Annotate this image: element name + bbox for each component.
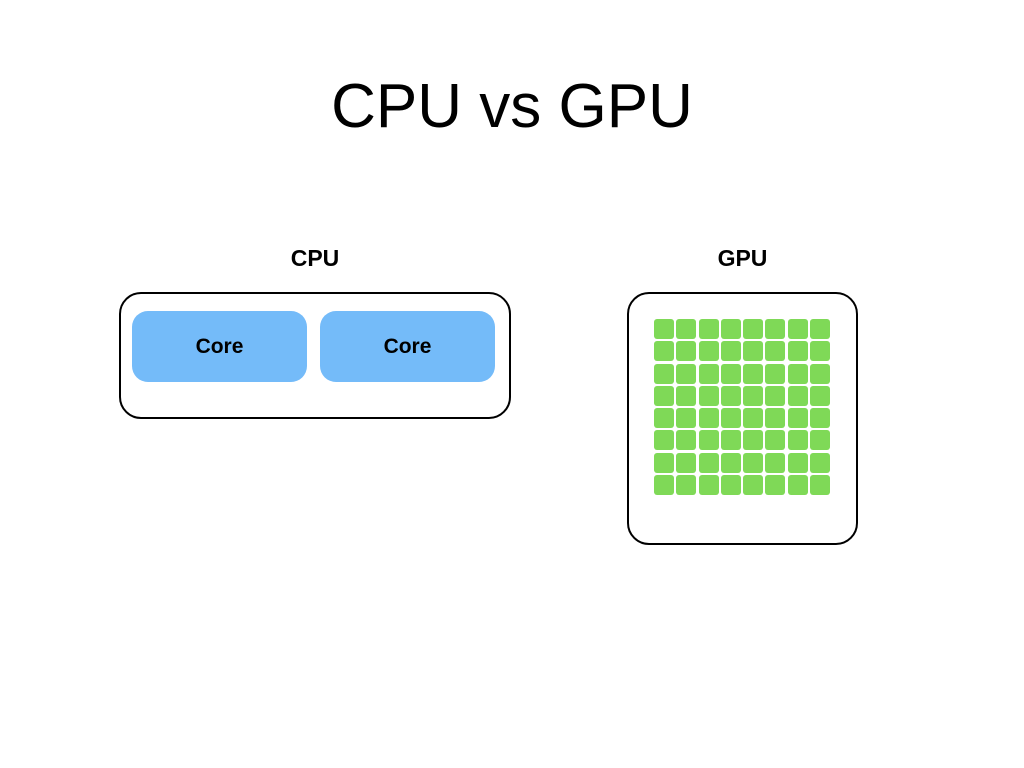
gpu-core: [654, 341, 674, 362]
cpu-core-label: Core: [195, 334, 244, 358]
gpu-core: [698, 341, 719, 362]
gpu-core: [720, 475, 741, 496]
gpu-core: [765, 430, 786, 451]
gpu-core: [765, 363, 786, 384]
cpu-chip: Core Core: [119, 292, 511, 419]
gpu-core: [720, 430, 741, 451]
gpu-core: [654, 452, 674, 473]
gpu-core: [743, 452, 764, 473]
gpu-core: [654, 475, 674, 496]
gpu-core: [720, 385, 741, 406]
gpu-core: [743, 385, 764, 406]
cpu-label: CPU: [290, 245, 340, 271]
cpu-core: Core: [132, 311, 307, 382]
gpu-core: [810, 385, 831, 406]
gpu-core: [787, 475, 808, 496]
gpu-core: [810, 363, 831, 384]
gpu-core: [698, 452, 719, 473]
gpu-core: [676, 363, 697, 384]
gpu-core: [654, 430, 674, 451]
gpu-core: [720, 363, 741, 384]
gpu-core: [654, 363, 674, 384]
gpu-core: [787, 363, 808, 384]
gpu-core: [765, 319, 786, 339]
slide-title: CPU vs GPU: [331, 72, 693, 141]
gpu-core: [676, 408, 697, 429]
gpu-core: [743, 363, 764, 384]
cpu-core: Core: [320, 311, 495, 382]
gpu-core: [654, 319, 674, 339]
gpu-label: GPU: [717, 245, 768, 271]
gpu-core: [676, 385, 697, 406]
gpu-core: [765, 452, 786, 473]
gpu-core: [765, 408, 786, 429]
gpu-core: [743, 408, 764, 429]
gpu-core: [765, 385, 786, 406]
gpu-core: [787, 385, 808, 406]
gpu-core: [698, 408, 719, 429]
gpu-core: [676, 452, 697, 473]
gpu-core: [676, 430, 697, 451]
gpu-core: [698, 475, 719, 496]
gpu-core: [743, 475, 764, 496]
gpu-core: [654, 385, 674, 406]
gpu-core: [720, 408, 741, 429]
gpu-core: [810, 475, 831, 496]
gpu-core-grid: [654, 319, 831, 496]
gpu-core: [765, 475, 786, 496]
gpu-core: [787, 408, 808, 429]
gpu-core: [810, 408, 831, 429]
gpu-core: [810, 452, 831, 473]
gpu-core: [676, 319, 697, 339]
gpu-core: [743, 430, 764, 451]
gpu-core: [676, 341, 697, 362]
gpu-core: [654, 408, 674, 429]
gpu-core: [810, 319, 831, 339]
gpu-core: [810, 430, 831, 451]
gpu-core: [810, 341, 831, 362]
gpu-chip: [627, 292, 858, 545]
gpu-core: [787, 452, 808, 473]
gpu-core: [698, 385, 719, 406]
gpu-core: [787, 430, 808, 451]
gpu-core: [698, 430, 719, 451]
gpu-core: [720, 319, 741, 339]
gpu-core: [698, 319, 719, 339]
cpu-core-label: Core: [383, 334, 432, 358]
gpu-core: [765, 341, 786, 362]
gpu-core: [743, 341, 764, 362]
gpu-core: [676, 475, 697, 496]
gpu-core: [743, 319, 764, 339]
gpu-core: [787, 341, 808, 362]
gpu-core: [698, 363, 719, 384]
gpu-core: [720, 452, 741, 473]
gpu-core: [787, 319, 808, 339]
gpu-core: [720, 341, 741, 362]
